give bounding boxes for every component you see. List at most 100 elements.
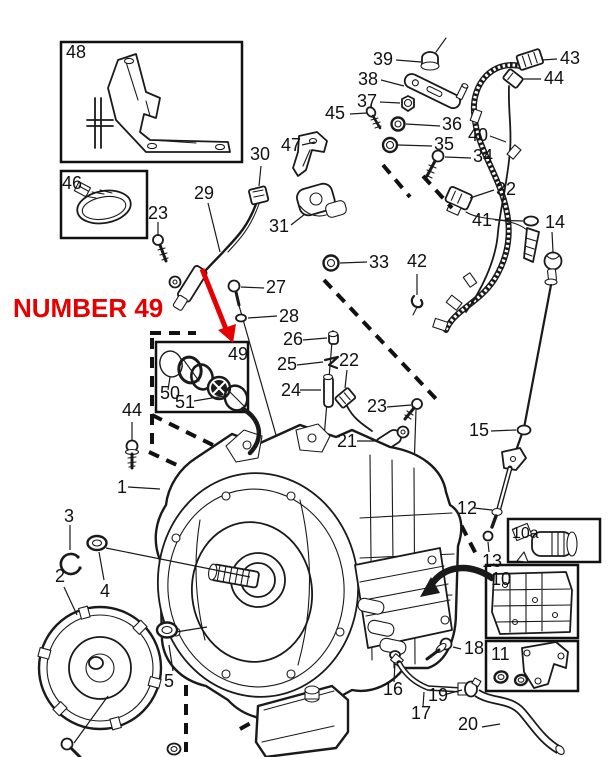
hose-clamp-46-drawing	[73, 181, 132, 225]
callout-2: 2	[55, 566, 65, 586]
callout-36: 36	[442, 114, 462, 134]
hose-20-drawing	[474, 689, 565, 755]
oil-pan-drawing	[254, 684, 350, 757]
callout-5: 5	[164, 671, 174, 691]
callout-15: 15	[469, 420, 489, 440]
inset-box-48	[59, 40, 244, 164]
callout-43: 43	[560, 48, 580, 68]
callout-39: 39	[373, 49, 393, 69]
callout-1: 1	[117, 477, 127, 497]
callout-37: 37	[357, 91, 377, 111]
seal-4-drawing	[86, 534, 251, 578]
bolt-45-drawing	[365, 106, 382, 130]
callout-29: 29	[194, 183, 214, 203]
callout-40: 40	[468, 125, 488, 145]
callout-26: 26	[283, 329, 303, 349]
callout-35: 35	[434, 134, 454, 154]
callout-23b: 23	[367, 396, 387, 416]
bolt-23-left-drawing	[152, 234, 169, 263]
cap-nut-39-drawing	[420, 37, 447, 71]
callout-33: 33	[369, 252, 389, 272]
callout-42: 42	[407, 251, 427, 271]
callout-47: 47	[281, 135, 301, 155]
valve-body-10-drawing	[491, 571, 573, 635]
callout-20: 20	[458, 714, 478, 734]
callout-23a: 23	[148, 203, 168, 223]
callout-3: 3	[64, 506, 74, 526]
oring-13-drawing	[482, 530, 494, 542]
thick-swoosh-line	[240, 406, 262, 456]
callout-45: 45	[325, 103, 345, 123]
torque-converter-2-drawing	[37, 605, 163, 731]
callout-27: 27	[266, 277, 286, 297]
gasket-11-drawing	[493, 641, 569, 689]
dashed-guide	[421, 174, 454, 210]
inset-box-49	[154, 340, 250, 414]
washer-35-drawing	[381, 136, 399, 154]
inset-box-10a	[506, 517, 602, 564]
callout-14: 14	[545, 212, 565, 232]
dipstick-14-drawing	[482, 251, 563, 542]
callout-10a: 10a	[512, 525, 539, 542]
callout-22: 22	[339, 350, 359, 370]
callout-28: 28	[279, 306, 299, 326]
callout-19: 19	[428, 685, 448, 705]
seal-5-drawing	[155, 621, 208, 639]
nut-37-drawing	[401, 95, 415, 112]
circlip-3-drawing	[59, 552, 82, 576]
callout-21: 21	[337, 431, 357, 451]
inset-box-11	[484, 639, 580, 693]
inset-box-46	[59, 169, 149, 240]
callout-18: 18	[464, 638, 484, 658]
callout-51: 51	[175, 392, 195, 412]
callout-32: 32	[496, 179, 516, 199]
callout-34: 34	[473, 146, 493, 166]
bracket-47-drawing	[292, 131, 328, 177]
callout-13: 13	[482, 551, 502, 571]
callout-49: 49	[228, 344, 248, 364]
callout-12: 12	[457, 498, 477, 518]
inset-box-10	[484, 563, 580, 640]
callout-48: 48	[66, 42, 86, 62]
speed-sensor-29-drawing	[168, 185, 270, 311]
bolt-44-left-drawing	[124, 439, 140, 470]
bolt-34-drawing	[425, 149, 445, 179]
bracket-48-drawing	[86, 53, 231, 153]
bolt-18-drawing	[425, 637, 453, 661]
wiring-harness-40-drawing	[432, 48, 544, 333]
solenoid-10a-drawing	[511, 522, 578, 563]
oring-bottom-drawing	[166, 742, 182, 756]
callout-46: 46	[62, 173, 82, 193]
callout-41: 41	[472, 210, 492, 230]
callout-30: 30	[250, 144, 270, 164]
callout-17: 17	[411, 703, 431, 723]
transmission-case-drawing	[154, 423, 463, 721]
callout-24: 24	[281, 380, 301, 400]
clamp-19-drawing	[464, 677, 482, 698]
callout-16: 16	[383, 679, 403, 699]
red-arrow-icon	[199, 268, 229, 330]
clip-42-drawing	[410, 294, 424, 316]
annotation-text: NUMBER 49	[13, 293, 163, 323]
red-arrowhead-icon	[218, 324, 236, 343]
callout-10: 10	[491, 569, 511, 589]
leader-lines	[63, 58, 558, 728]
ring-33-drawing	[322, 254, 340, 272]
red-annotation: NUMBER 49	[13, 268, 236, 343]
seal-kit-49-drawing	[159, 350, 249, 412]
lever-plate-38-drawing	[403, 73, 469, 110]
callout-11: 11	[491, 644, 510, 664]
callout-44b: 44	[122, 400, 142, 420]
callout-38: 38	[358, 69, 378, 89]
dashed-guide	[381, 163, 412, 199]
callout-labels: 48 46 23 29 30 47 3 1 45 37 38 39 36 35 3…	[55, 42, 580, 734]
tube-12-drawing	[420, 564, 496, 597]
bolt-bottom-drawing	[60, 695, 109, 757]
ring-41-drawing	[523, 215, 539, 227]
dashed-guide	[151, 413, 224, 452]
shift-actuator-31-drawing	[296, 182, 347, 218]
callout-50: 50	[160, 383, 180, 403]
washer-36-drawing	[390, 116, 406, 132]
